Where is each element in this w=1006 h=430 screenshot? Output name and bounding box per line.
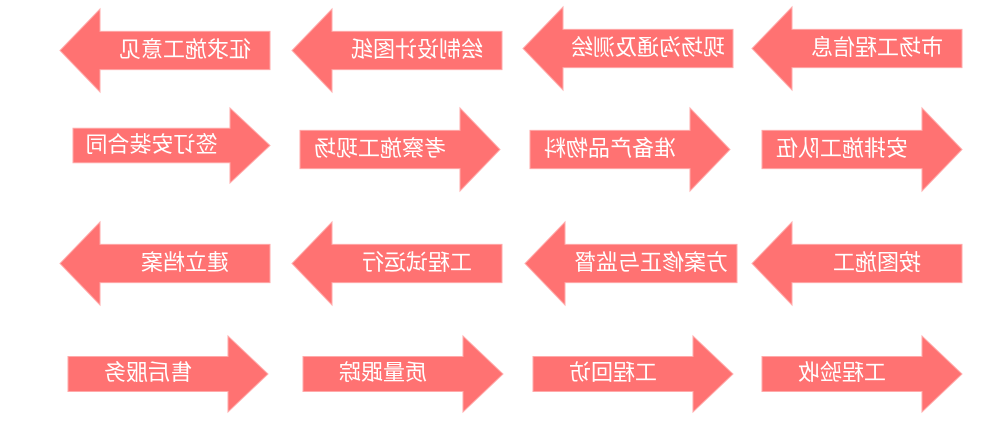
- arrow-shape: [302, 334, 504, 414]
- step-label: 绘制设计图纸: [351, 37, 484, 63]
- arrow-left-icon: [59, 7, 271, 94]
- process-step-arrow: 征求施工意见: [59, 7, 271, 94]
- arrow-shape: [59, 220, 271, 307]
- arrow-right-icon: [302, 334, 504, 414]
- process-step-arrow: 工程试运行: [291, 220, 503, 307]
- arrow-left-icon: [524, 220, 738, 307]
- arrow-left-icon: [751, 220, 963, 307]
- process-step-arrow: 工程验收: [761, 334, 963, 414]
- arrow-shape: [291, 220, 503, 307]
- step-label: 工程验收: [798, 361, 887, 386]
- arrow-right-icon: [299, 106, 501, 193]
- step-label: 征求施工意见: [119, 37, 252, 63]
- step-label: 安排施工队伍: [776, 136, 909, 162]
- process-step-arrow: 建立档案: [59, 220, 271, 307]
- step-label: 按图施工: [833, 250, 922, 276]
- arrow-right-icon: [761, 334, 963, 414]
- step-label: 签订安装合同: [85, 132, 218, 158]
- step-label: 方案修正与监督: [574, 250, 729, 276]
- process-step-arrow: 准备产品物料: [529, 106, 731, 193]
- arrow-shape: [532, 334, 734, 414]
- arrow-left-icon: [751, 5, 963, 92]
- process-step-arrow: 方案修正与监督: [524, 220, 738, 307]
- arrow-right-icon: [72, 106, 271, 185]
- arrow-right-icon: [529, 106, 731, 193]
- process-step-arrow: 质量跟踪: [302, 334, 504, 414]
- arrow-shape: [761, 334, 963, 414]
- process-step-arrow: 售后服务: [67, 334, 269, 414]
- arrow-right-icon: [761, 106, 963, 193]
- arrow-left-icon: [522, 5, 734, 92]
- process-step-arrow: 安排施工队伍: [761, 106, 963, 193]
- arrow-shape: [761, 106, 963, 193]
- arrow-left-icon: [59, 220, 271, 307]
- arrow-right-icon: [532, 334, 734, 414]
- step-label: 现场沟通及测绘: [571, 35, 726, 61]
- process-step-arrow: 签订安装合同: [72, 106, 271, 185]
- step-label: 售后服务: [104, 361, 193, 386]
- process-step-arrow: 现场沟通及测绘: [522, 5, 734, 92]
- step-label: 工程回访: [569, 361, 658, 386]
- arrow-shape: [59, 7, 271, 94]
- arrow-shape: [529, 106, 731, 193]
- arrow-shape: [524, 220, 738, 307]
- step-label: 建立档案: [141, 250, 230, 276]
- step-label: 质量跟踪: [339, 361, 428, 386]
- arrow-shape: [67, 334, 269, 414]
- arrow-shape: [291, 7, 503, 94]
- step-label: 市场工程信息: [811, 35, 944, 61]
- process-step-arrow: 市场工程信息: [751, 5, 963, 92]
- arrow-right-icon: [67, 334, 269, 414]
- process-step-arrow: 工程回访: [532, 334, 734, 414]
- arrow-left-icon: [291, 7, 503, 94]
- arrow-shape: [751, 5, 963, 92]
- process-step-arrow: 考察施工现场: [299, 106, 501, 193]
- process-step-arrow: 按图施工: [751, 220, 963, 307]
- process-step-arrow: 绘制设计图纸: [291, 7, 503, 94]
- arrow-shape: [751, 220, 963, 307]
- arrow-left-icon: [291, 220, 503, 307]
- arrow-shape: [522, 5, 734, 92]
- arrow-shape: [299, 106, 501, 193]
- step-label: 考察施工现场: [314, 136, 447, 162]
- step-label: 准备产品物料: [544, 136, 677, 162]
- step-label: 工程试运行: [362, 250, 473, 276]
- arrow-shape: [72, 106, 271, 185]
